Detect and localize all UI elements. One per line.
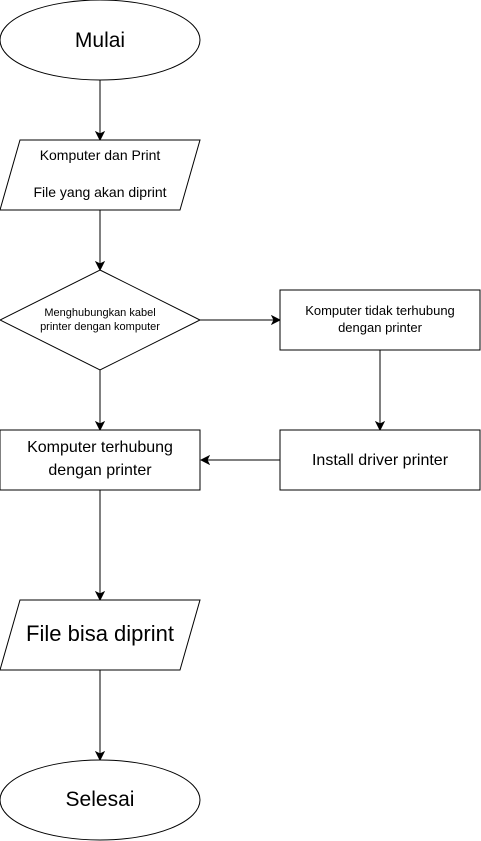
end-node: Selesai [0,759,201,841]
decision-label-line1: Menghubungkan kabel [44,307,155,319]
end-label: Selesai [66,788,135,811]
not-connected-label-line1: Komputer tidak terhubung [305,303,455,318]
input-node: Komputer dan Print File yang akan diprin… [0,139,201,211]
input-label-line2: File yang akan diprint [33,184,166,200]
not-connected-node: Komputer tidak terhubung dengan printer [279,289,481,351]
start-node: Mulai [0,0,201,81]
output-label: File bisa diprint [26,621,174,646]
connected-label-line1: Komputer terhubung [27,439,173,456]
decision-node: Menghubungkan kabel printer dengan kompu… [0,269,202,371]
not-connected-label-line2: dengan printer [338,320,423,335]
connected-label-line2: dengan printer [48,462,152,479]
start-label: Mulai [75,29,125,52]
output-node: File bisa diprint [0,599,201,671]
connected-node: Komputer terhubung dengan printer [0,429,201,491]
decision-label-line2: printer dengan komputer [40,321,160,333]
install-driver-node: Install driver printer [279,429,481,491]
install-driver-label: Install driver printer [312,452,449,469]
input-label-line1: Komputer dan Print [40,147,161,163]
